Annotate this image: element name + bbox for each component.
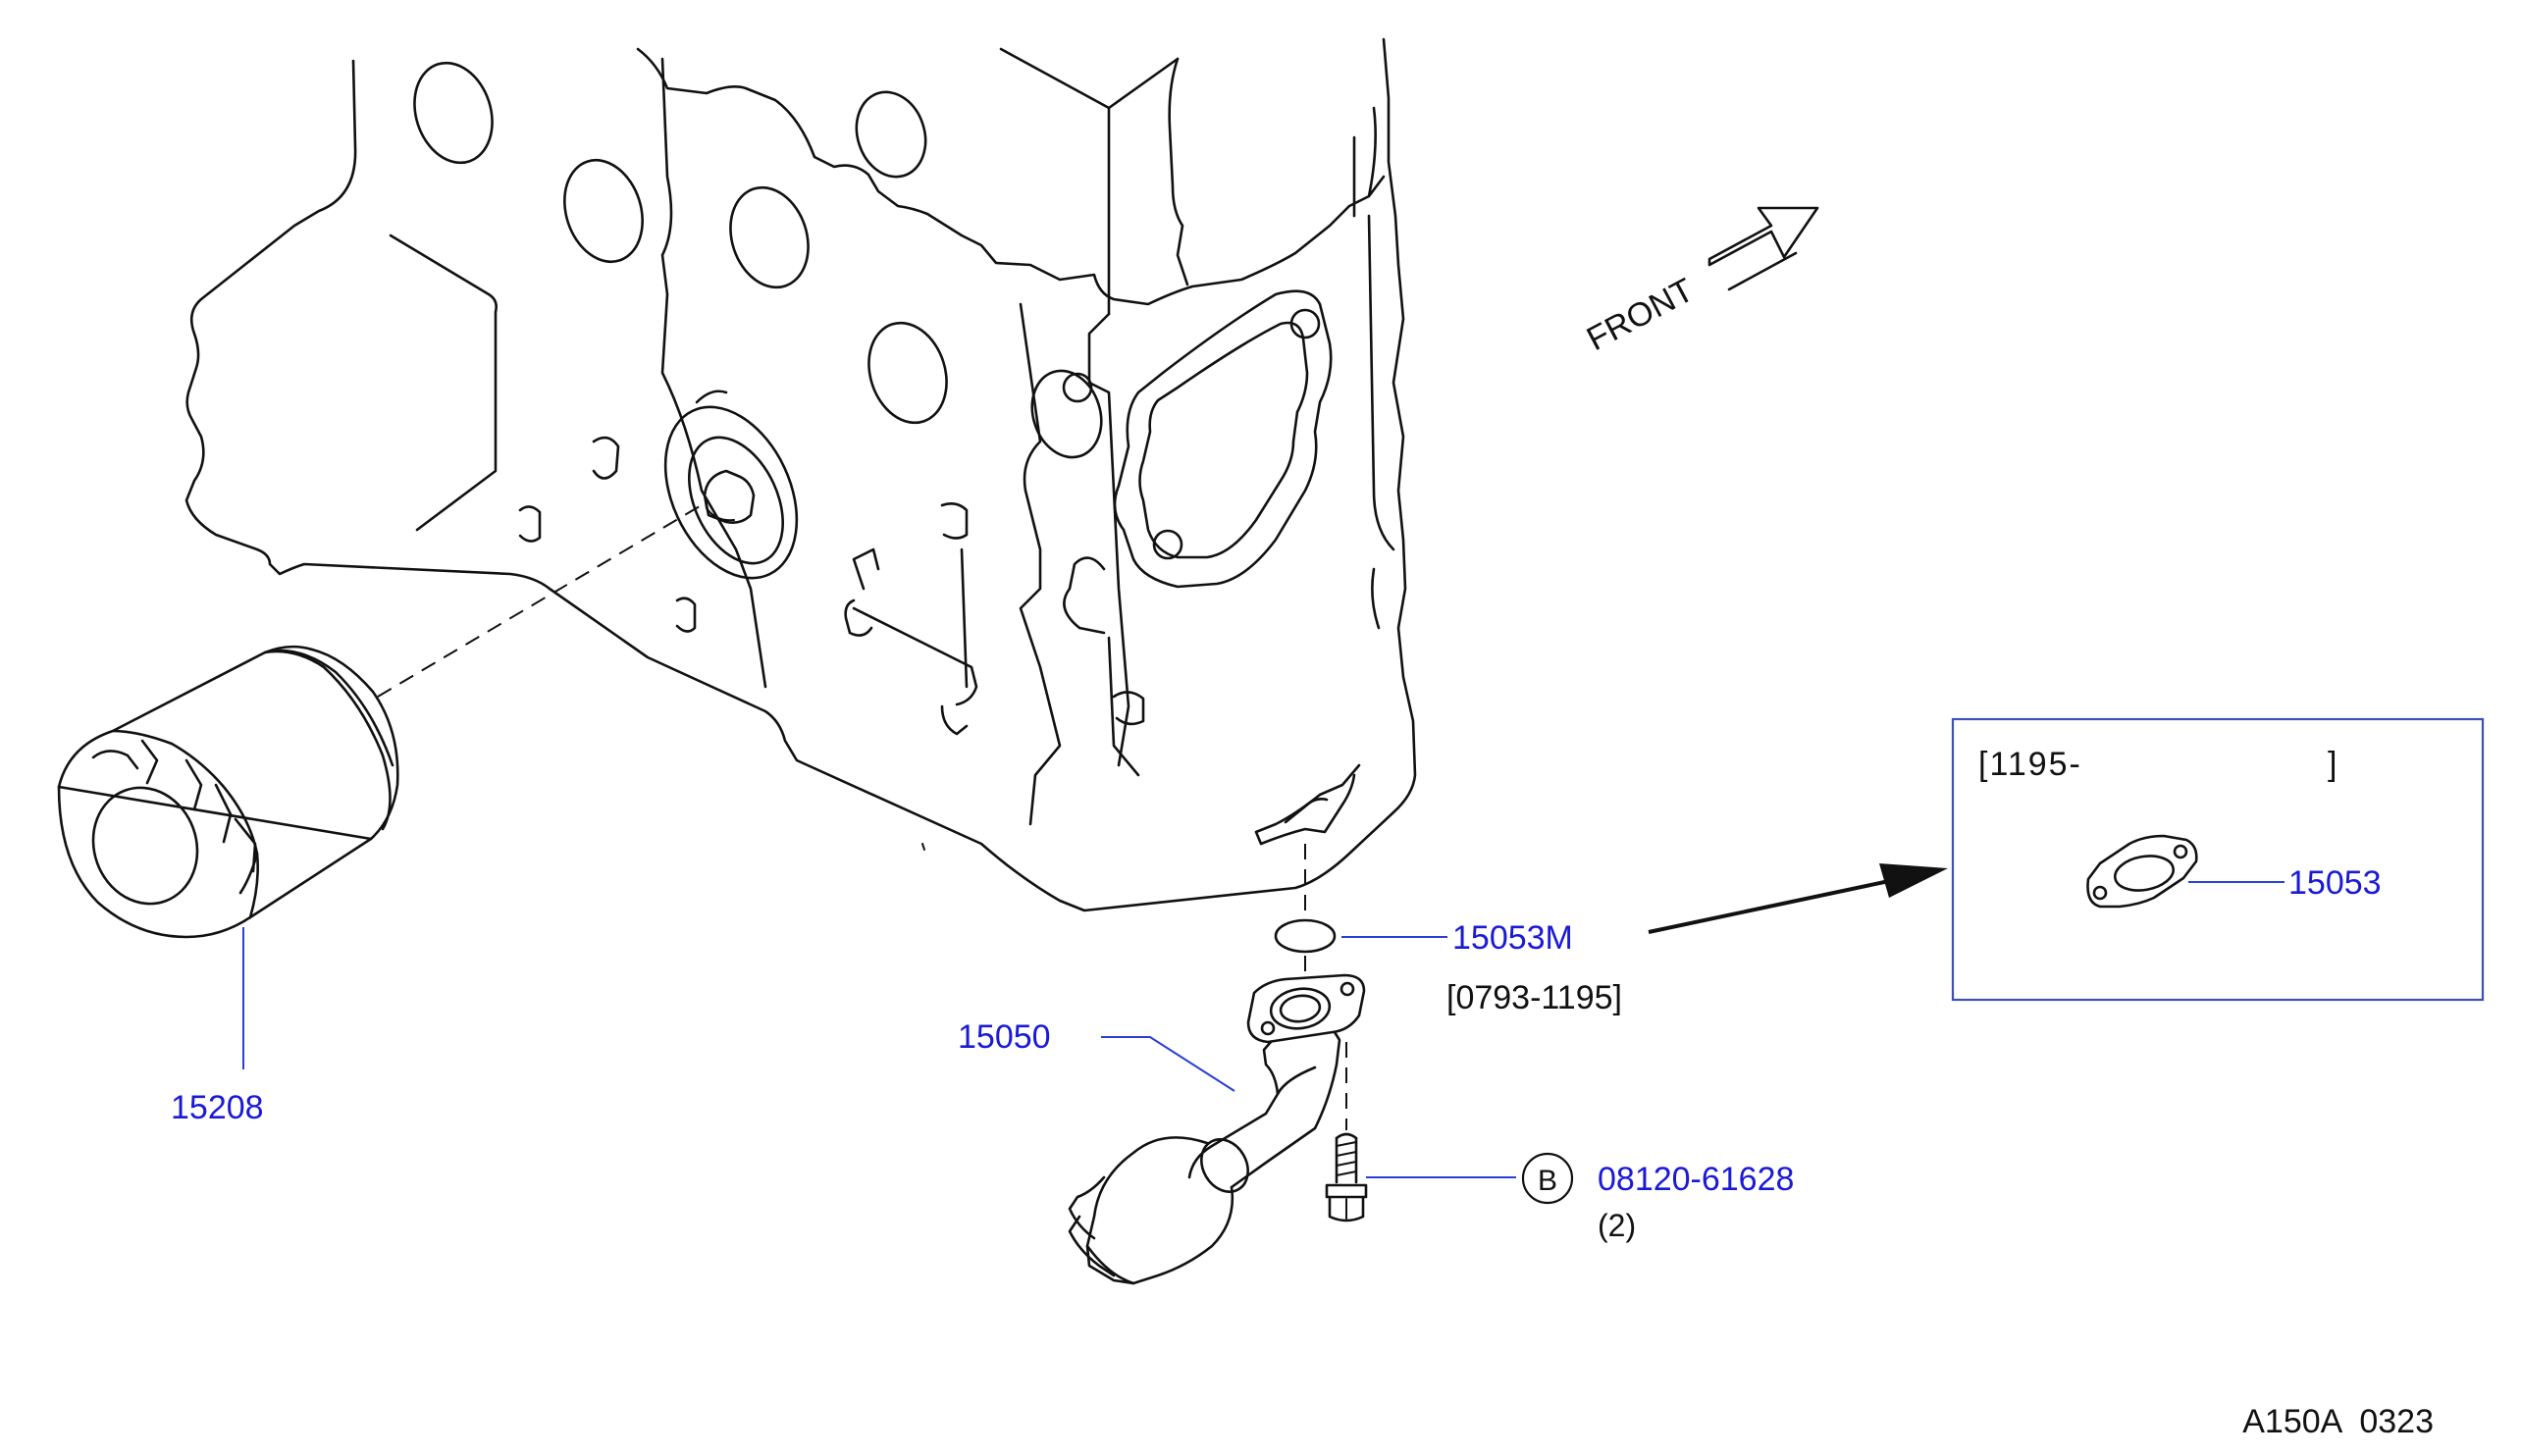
oil-strainer <box>1068 973 1366 1285</box>
gasket-15053 <box>2086 834 2198 909</box>
inset-pointer-arrowhead <box>1879 863 1948 898</box>
inset-pointer-arrow <box>1648 879 1890 934</box>
bolt-code-marker-letter: B <box>1538 1165 1557 1197</box>
gasket-15053m <box>1274 918 1337 954</box>
engine-block <box>184 37 1417 912</box>
front-arrow-icon <box>1707 206 1819 267</box>
bolt <box>1325 1132 1368 1222</box>
bolt-quantity: (2) <box>1598 1208 1636 1243</box>
part-number-15208[interactable]: 15208 <box>171 1089 264 1126</box>
filter-mount-dashed-line <box>377 502 706 698</box>
diagram-code: A150A 0323 <box>2242 1403 2434 1440</box>
part-number-15053[interactable]: 15053 <box>2288 864 2382 902</box>
part-number-08120-61628[interactable]: 08120-61628 <box>1598 1161 1794 1198</box>
gasket-15053m-range: [0793-1195] <box>1446 979 1622 1016</box>
part-number-15053m[interactable]: 15053M <box>1452 919 1573 957</box>
oil-filter <box>57 645 399 939</box>
inset-frame <box>1951 717 2485 1002</box>
bolt-code-marker <box>1521 1152 1574 1205</box>
inset-range-end: ] <box>2328 746 2337 783</box>
leader-15050 <box>1101 1036 1235 1092</box>
front-arrow-shaft <box>1727 251 1798 291</box>
inset-range-start: [1195- <box>1978 746 2082 783</box>
front-label: FRONT <box>1581 272 1700 359</box>
part-number-15050[interactable]: 15050 <box>958 1018 1051 1056</box>
